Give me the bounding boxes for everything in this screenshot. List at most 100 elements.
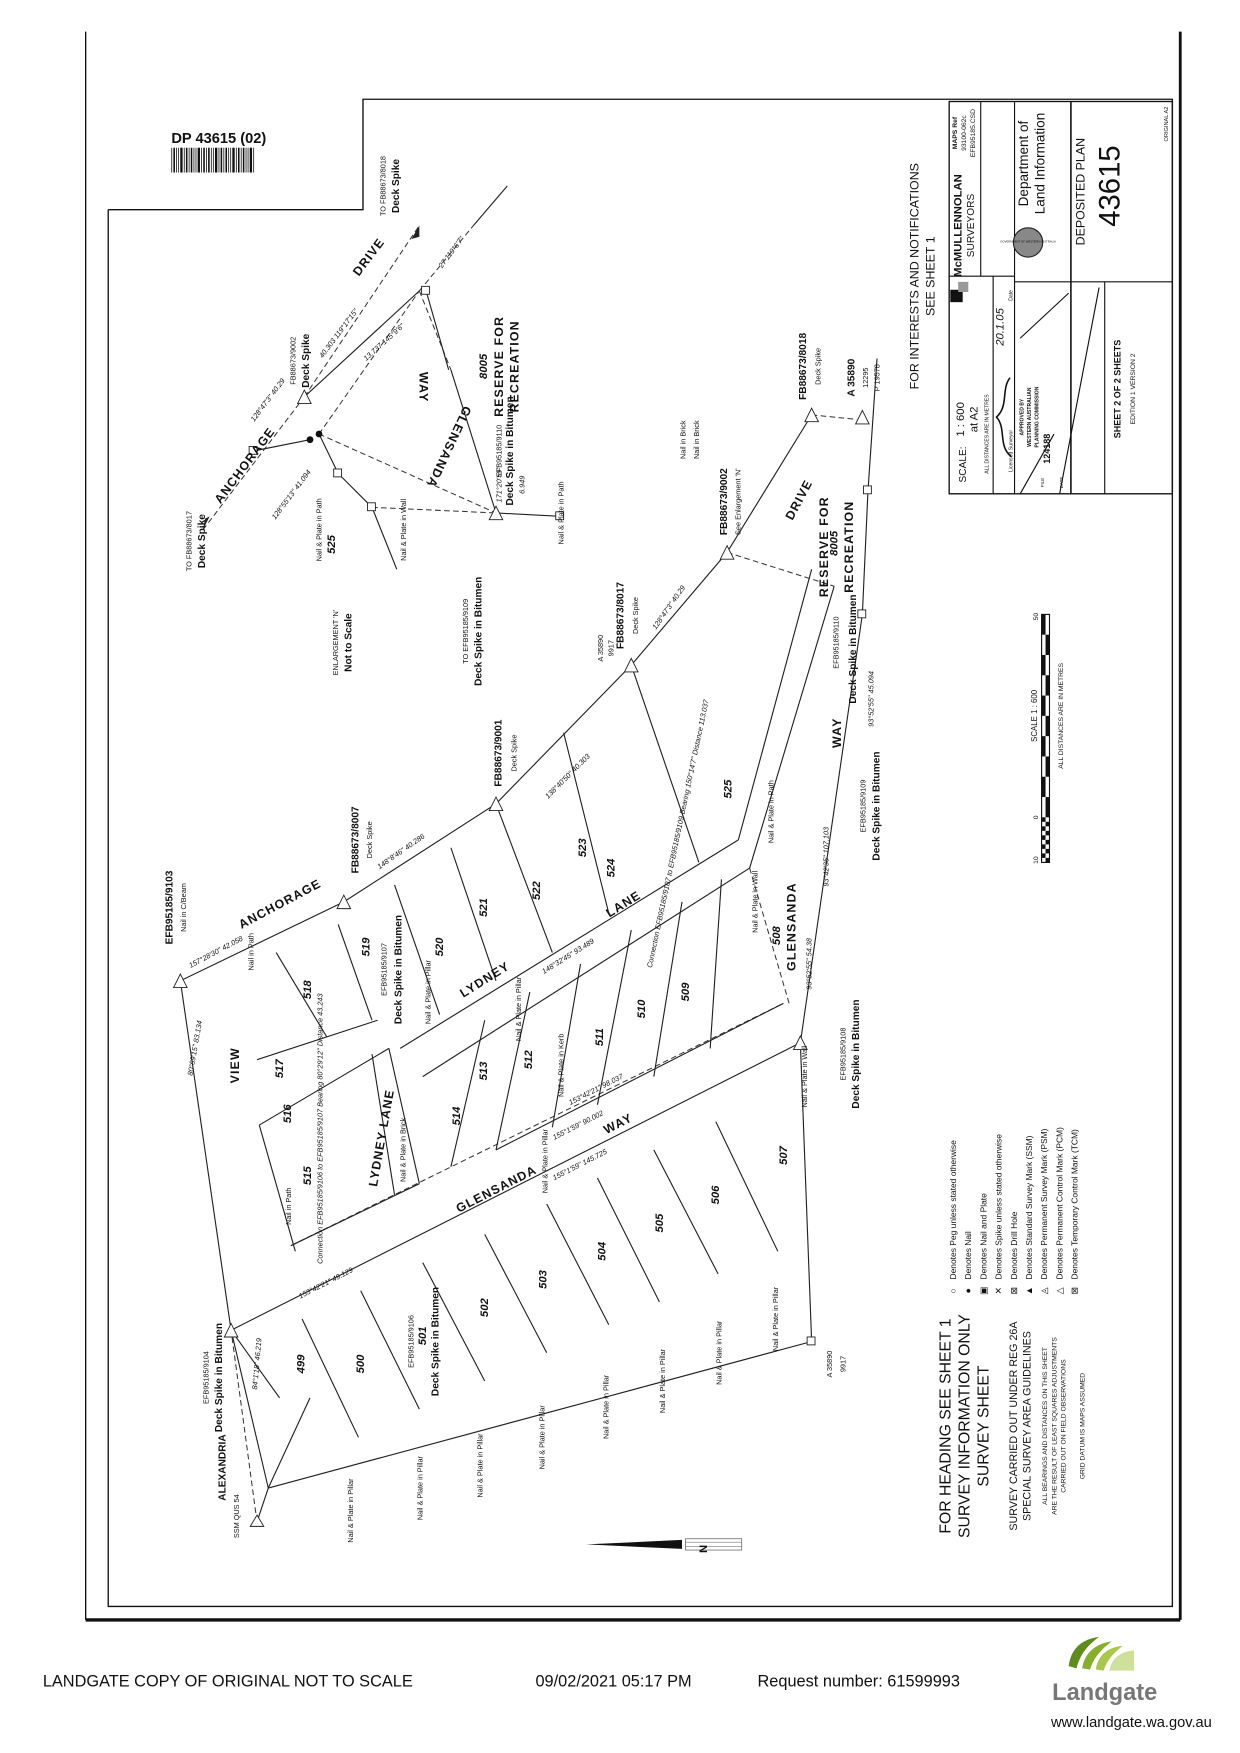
barcode-bar xyxy=(232,147,235,173)
scale-bar-segment xyxy=(1041,695,1046,716)
dimension-label: 171°20'59" xyxy=(495,467,504,503)
lot-521: 521 xyxy=(478,898,490,917)
survey-mark-label: Nail in C/Beam xyxy=(179,883,188,932)
survey-mark-label: FB88673/8017 xyxy=(615,582,626,649)
legend-symbol-icon: ◬ xyxy=(1039,1287,1049,1294)
interests-line-1: FOR INTERESTS AND NOTIFICATIONS xyxy=(908,163,922,389)
legend-item: Denotes Permanent Control Mark (PCM) xyxy=(1054,1127,1064,1280)
nail-note: Nail & Plate in Kerb xyxy=(557,1034,566,1097)
scale-label: SCALE: xyxy=(958,446,969,482)
survey-mark-label: EFB95185/9103 xyxy=(164,870,175,944)
legend-symbol-icon: ▲ xyxy=(1024,1286,1034,1295)
note-bearings-2: ARE THE RESULT OF LEAST SQUARES ADJUSTME… xyxy=(1051,1337,1058,1515)
lot-512: 512 xyxy=(523,1050,535,1070)
survey-mark-label: Deck Spike in Bitumen xyxy=(393,915,404,1024)
legend-item: Denotes Drill Hole xyxy=(1009,1211,1019,1279)
lot-517: 517 xyxy=(274,1059,286,1079)
dimension-label: Connection EFB95185/9106 to EFB95185/910… xyxy=(316,993,325,1263)
survey-mark-label: EFB95185/9106 xyxy=(407,1315,416,1368)
nail-note: Nail & Plate in Brick xyxy=(399,1117,408,1182)
scale-bar-checker xyxy=(1045,830,1050,836)
dimension-label: 128°55'13" 41.094 xyxy=(270,468,313,521)
lot-514: 514 xyxy=(451,1106,463,1126)
barcode-bar xyxy=(193,147,195,173)
barcode-bar xyxy=(245,147,247,173)
lot-525: 525 xyxy=(723,779,735,799)
lot-511: 511 xyxy=(594,1028,606,1046)
landgate-url[interactable]: www.landgate.wa.gov.au xyxy=(1050,1715,1212,1731)
lot-510: 510 xyxy=(636,999,648,1019)
nail-note: Nail & Plate in Pillar xyxy=(537,1405,546,1470)
surveyor-logo-square-grey xyxy=(958,281,969,293)
scale-bar-segment xyxy=(1041,614,1046,635)
scale-bar-checker xyxy=(1045,821,1050,827)
maps-ref-1: 93100-062c xyxy=(961,115,968,151)
survey-mark-label: Deck Spike xyxy=(509,735,518,772)
signature-date: 20.1.05 xyxy=(994,307,1006,346)
survey-mark-label: TO FB88673/8018 xyxy=(379,156,388,216)
deposited-plan-label: DEPOSITED PLAN xyxy=(1073,138,1087,245)
nail-note: Nail & Plate in Pillar xyxy=(541,1128,550,1193)
barcode-bar xyxy=(242,147,245,173)
survey-mark-label: ENLARGEMENT 'N' xyxy=(331,609,340,675)
survey-notes: FOR HEADING SEE SHEET 1 SURVEY INFORMATI… xyxy=(937,1314,1086,1538)
reserve-label: RESERVE FOR xyxy=(817,496,831,597)
survey-mark-label: Deck Spike in Bitumen xyxy=(851,999,862,1108)
original-size-label: ORIGINAL A2 xyxy=(1164,107,1170,142)
scale-note: ALL DISTANCES ARE IN METRES xyxy=(985,394,991,474)
scale-bar-segment xyxy=(1041,654,1046,676)
survey-mark-label: FB88673/8007 xyxy=(350,806,361,873)
scale-tick-50: 50 xyxy=(1033,613,1040,621)
scale-bar-checker xyxy=(1041,826,1046,831)
nail-note: Nail & Plate in Pillar xyxy=(424,959,433,1024)
scale-bar xyxy=(1041,613,1051,863)
legend-item: Denotes Nail xyxy=(963,1231,973,1279)
barcode-bar xyxy=(240,147,242,173)
nail-note: Nail & Plate in Pillar xyxy=(416,1455,425,1520)
licensed-surveyor-label: Licensed Surveyor xyxy=(1008,430,1014,472)
scale-bar-segment xyxy=(1045,756,1050,777)
scale-bar-checker xyxy=(1041,853,1046,858)
interests-line-2: SEE SHEET 1 xyxy=(924,236,938,316)
lot-522: 522 xyxy=(531,880,543,900)
road-glensanda: GLENSANDA xyxy=(454,1163,539,1216)
lot-518: 518 xyxy=(302,980,314,1000)
dimension-label: 13.737 145°9'6" xyxy=(362,321,407,363)
legend-symbol-icon: △ xyxy=(1054,1287,1064,1294)
survey-mark-label: Deck Spike xyxy=(365,821,374,858)
barcode-bar xyxy=(214,147,218,173)
barcode-bar xyxy=(247,147,249,173)
barcode-bar xyxy=(206,147,207,173)
dimension-label: 157°28'30" 42.058 xyxy=(187,933,245,969)
nail-note: Nail & Plate in Path xyxy=(314,498,323,561)
road-way: WAY xyxy=(601,1111,635,1137)
nail-note: Nail & Plate in Pillar xyxy=(475,1433,484,1498)
lot-524: 524 xyxy=(605,858,617,878)
survey-mark-label: FB88673/8018 xyxy=(798,333,809,400)
scale-bar-checker xyxy=(1045,839,1050,845)
legend-symbol-icon: ○ xyxy=(948,1288,958,1293)
maps-ref-2: EFB95185.CSD xyxy=(970,109,977,157)
title-block xyxy=(948,100,1174,495)
maps-ref-label: MAPS Ref xyxy=(952,116,959,149)
dimension-label: 27 119°6'7" xyxy=(436,234,466,270)
survey-mark-label: Deck Spike xyxy=(631,597,640,634)
nail-note: Nail in Brick xyxy=(678,420,687,459)
survey-mark-label: TO EFB95185/9109 xyxy=(461,599,470,664)
survey-mark-label: Deck Spike in Bitumen xyxy=(473,577,484,686)
survey-mark-label: Deck Spike in Bitumen xyxy=(431,1287,442,1396)
survey-mark-label: TO FB88673/8017 xyxy=(185,511,194,571)
scale-bar-checker xyxy=(1041,817,1046,822)
enlargement-n-linework xyxy=(202,185,565,570)
surveyor-sub: SURVEYORS xyxy=(966,194,977,258)
survey-mark-label: FB88673/9002 xyxy=(719,468,730,535)
survey-mark-label: A 35890 xyxy=(825,1351,834,1378)
barcode-bar xyxy=(173,147,175,173)
survey-mark-label: Deck Spike xyxy=(391,159,402,213)
barcode-bar xyxy=(171,147,173,173)
lot-519: 519 xyxy=(361,937,373,957)
note-info-only: SURVEY INFORMATION ONLY xyxy=(956,1314,973,1538)
lot-8005-enlargement: 8005 xyxy=(478,353,490,379)
